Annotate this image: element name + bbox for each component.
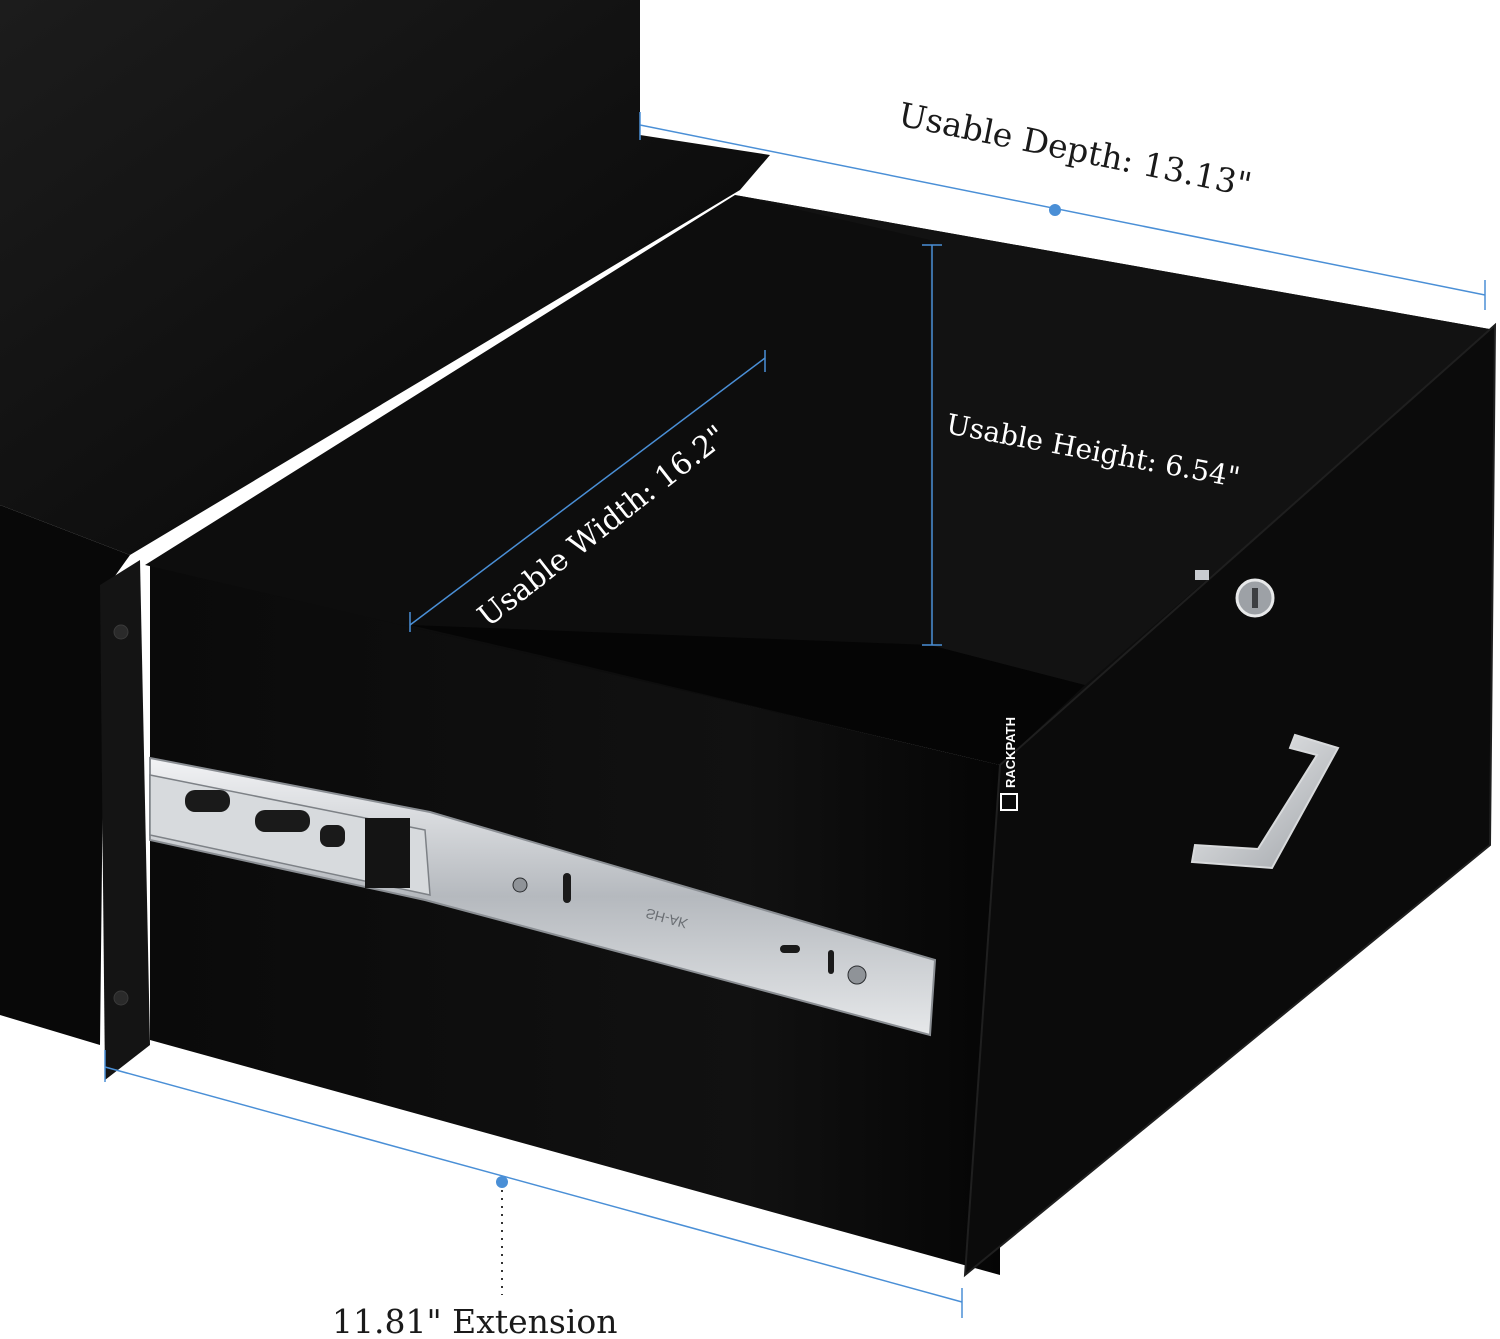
rail-slot <box>185 790 230 812</box>
brand-logo-text: RACKPATH <box>1003 717 1018 788</box>
extension-label: 11.81" Extension <box>332 1302 618 1339</box>
brand-logo: RACKPATH <box>1000 717 1018 811</box>
chassis-top <box>0 0 770 555</box>
key-lock-icon[interactable] <box>1235 578 1275 618</box>
slide-rail[interactable]: SH-AK <box>149 756 937 1037</box>
flange-screw-hole <box>113 990 129 1006</box>
chassis-side <box>0 505 130 1045</box>
rail-disconnect-lever[interactable] <box>365 818 410 888</box>
rail-slot <box>780 945 800 953</box>
rail-screw <box>847 965 867 985</box>
rail-slot <box>828 950 834 974</box>
drawer-inner-right-wall <box>735 195 1495 685</box>
drawer-front-panel <box>963 322 1497 1278</box>
lock-latch <box>1195 570 1209 580</box>
drawer-inner-floor <box>410 625 1085 765</box>
rail-slot <box>255 810 310 832</box>
flange-screw-hole <box>113 624 129 640</box>
mounting-flange <box>100 560 150 1080</box>
rail-screw <box>512 877 528 893</box>
rail-slot <box>320 825 345 847</box>
extension-dimension: 11.81" Extension <box>104 1050 963 1339</box>
rail-slot <box>563 873 571 903</box>
pull-handle-icon[interactable] <box>1190 733 1340 870</box>
